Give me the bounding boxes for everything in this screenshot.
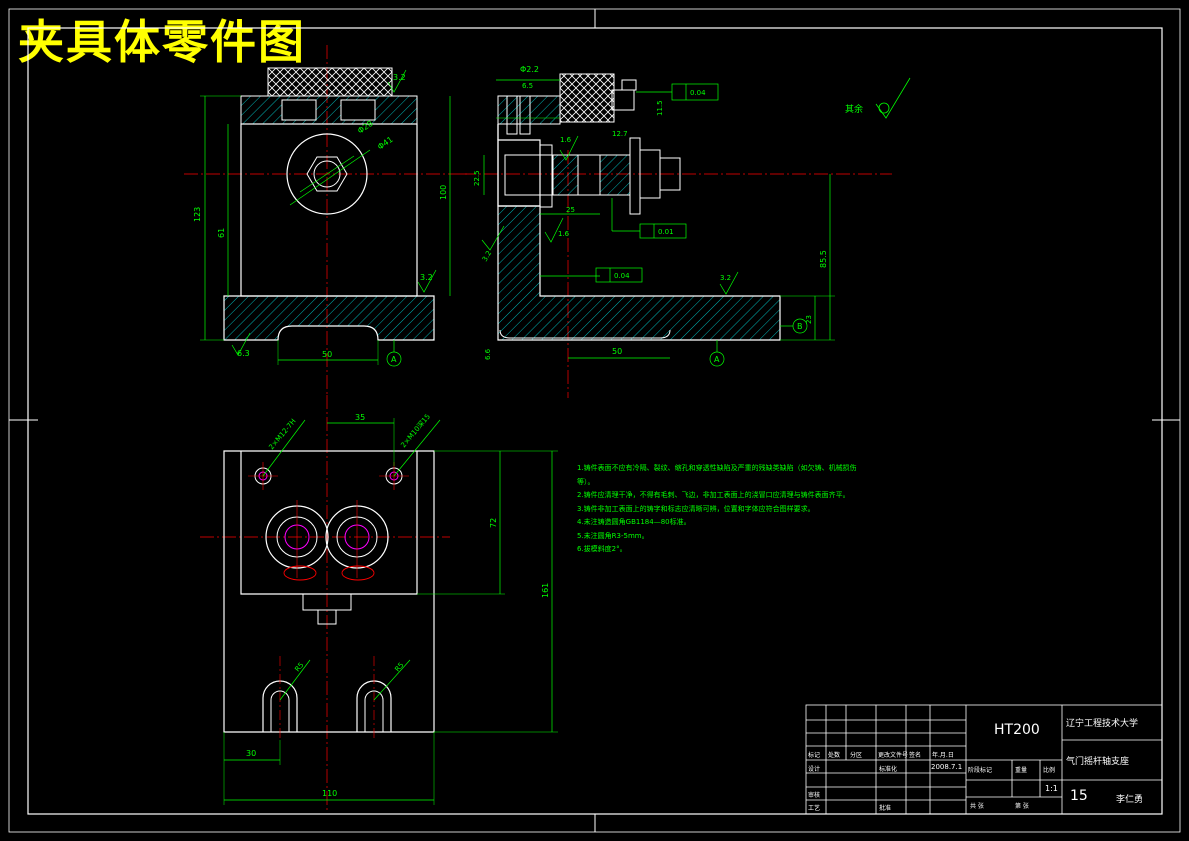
side-tol-parallel-top: 0.04	[690, 89, 706, 97]
sheet-border	[8, 8, 1181, 833]
front-dim-height-mid: 61	[217, 228, 226, 238]
tb-label-change-doc: 更改文件号	[878, 752, 909, 759]
tb-drafter: 李仁勇	[1116, 795, 1144, 805]
side-tol-parallel-bottom: 0.04	[614, 272, 630, 280]
tb-label-mark: 标记	[808, 752, 821, 759]
top-dim-height-total: 161	[541, 583, 550, 598]
front-dim-height-right: 100	[439, 185, 448, 200]
top-hole-callout-right: 2×M10深15	[399, 412, 432, 449]
tb-label-approve: 批准	[879, 805, 892, 812]
tb-label-zone: 分区	[850, 752, 863, 759]
tb-label-design: 设计	[808, 766, 821, 773]
tb-label-standard: 标准化	[879, 766, 898, 773]
side-view: Φ2.2 6.5 11.5 12.7 0.04 0.01 0.04 22.5 2…	[462, 65, 892, 398]
side-dim-phi-small: Φ2.2	[520, 65, 539, 74]
tb-date: 2008.7.1	[931, 763, 963, 771]
general-roughness-mark: 其余	[845, 77, 911, 119]
tb-scale: 1:1	[1045, 784, 1058, 793]
tb-label-review: 审核	[808, 792, 821, 799]
side-dim-vertical-left: 22.5	[473, 170, 481, 186]
front-roughness-right: 3.2	[420, 273, 433, 282]
front-dim-height-total: 123	[193, 207, 202, 222]
technical-notes: 1.铸件表面不应有冷隔、裂纹、缩孔和穿透性缺陷及严重的残缺类缺陷（如欠铸、机械损…	[577, 462, 857, 557]
front-datum-a: A	[391, 355, 397, 364]
top-dim-left-offset: 30	[246, 749, 256, 758]
side-dim-right-tall: 85.5	[819, 250, 828, 268]
tb-label-stage-mark: 阶段标记	[968, 767, 993, 774]
top-view: 35 2×M12-7H 2×M10深15 72 161 R5 R5 30 110	[200, 395, 558, 812]
note-line: 6.拔模斜度2°。	[577, 545, 627, 553]
side-dim-small-2: 11.5	[656, 100, 664, 116]
drawing-title: 夹具体零件图	[18, 15, 306, 69]
tb-school: 辽宁工程技术大学	[1066, 719, 1139, 729]
side-roughness-a: 1.6	[560, 136, 572, 144]
tb-part-name: 气门摇杆轴支座	[1066, 757, 1130, 767]
side-datum-b: B	[797, 322, 803, 331]
note-line: 4.未注铸造圆角GB1184—80标准。	[577, 518, 691, 526]
front-dim-diameter-outer: Φ41	[376, 135, 395, 152]
top-dim-slot-left: R5	[293, 661, 305, 673]
tb-material: HT200	[994, 722, 1040, 738]
front-roughness-top: 3.2	[393, 73, 406, 82]
side-roughness-d: 3.2	[481, 249, 493, 263]
top-dim-slot-right: R5	[393, 661, 405, 673]
side-dim-right-small: 23	[805, 315, 813, 324]
side-dim-left-small: 6.6	[484, 348, 492, 360]
surface-mark-label: 其余	[845, 103, 863, 115]
top-dim-center-spacing: 35	[355, 413, 365, 422]
side-roughness-c: 3.2	[720, 274, 731, 282]
tb-label-sheets-total: 共 张	[970, 803, 984, 810]
side-dim-bottom-width: 50	[612, 347, 622, 356]
tb-label-weight: 重量	[1015, 767, 1028, 774]
title-block	[805, 704, 1163, 815]
top-dim-height-upper: 72	[489, 518, 498, 528]
note-line: 3.铸件非加工表面上的铸字和标志应清晰可辨，位置和字体应符合图样要求。	[577, 504, 815, 513]
front-view: 123 61 100 50 Φ28 Φ41 3.2 3.2 6.3 A	[184, 45, 470, 395]
side-roughness-b: 1.6	[558, 230, 570, 238]
front-dim-width-bottom: 50	[322, 350, 332, 359]
side-dim-small-3: 12.7	[612, 130, 628, 138]
tb-label-signature: 签名	[909, 752, 922, 759]
side-dim-h-mid: 25	[566, 206, 575, 214]
tb-label-process: 工艺	[808, 805, 821, 812]
front-roughness-bottom: 6.3	[237, 349, 250, 358]
note-line: 1.铸件表面不应有冷隔、裂纹、缩孔和穿透性缺陷及严重的残缺类缺陷（如欠铸、机械损…	[577, 464, 857, 472]
top-dim-width-total: 110	[322, 789, 337, 798]
side-tol-perp-mid: 0.01	[658, 228, 674, 236]
note-line: 5.未注圆角R3-5mm。	[577, 531, 649, 540]
note-line: 2.铸件应清理干净，不得有毛刺、飞边，非加工表面上的浇冒口应清理与铸件表面齐平。	[577, 491, 850, 499]
tb-label-sheet-this: 第 张	[1015, 803, 1029, 810]
note-line: 等）。	[577, 477, 595, 486]
side-dim-small-1: 6.5	[522, 82, 533, 90]
tb-label-count: 处数	[828, 752, 841, 759]
tb-label-ratio: 比例	[1043, 767, 1056, 774]
tb-label-ymd: 年.月.日	[932, 752, 954, 759]
tb-sheet-no: 15	[1070, 788, 1088, 804]
top-hole-callout-left: 2×M12-7H	[267, 417, 297, 451]
side-datum-a: A	[714, 355, 720, 364]
